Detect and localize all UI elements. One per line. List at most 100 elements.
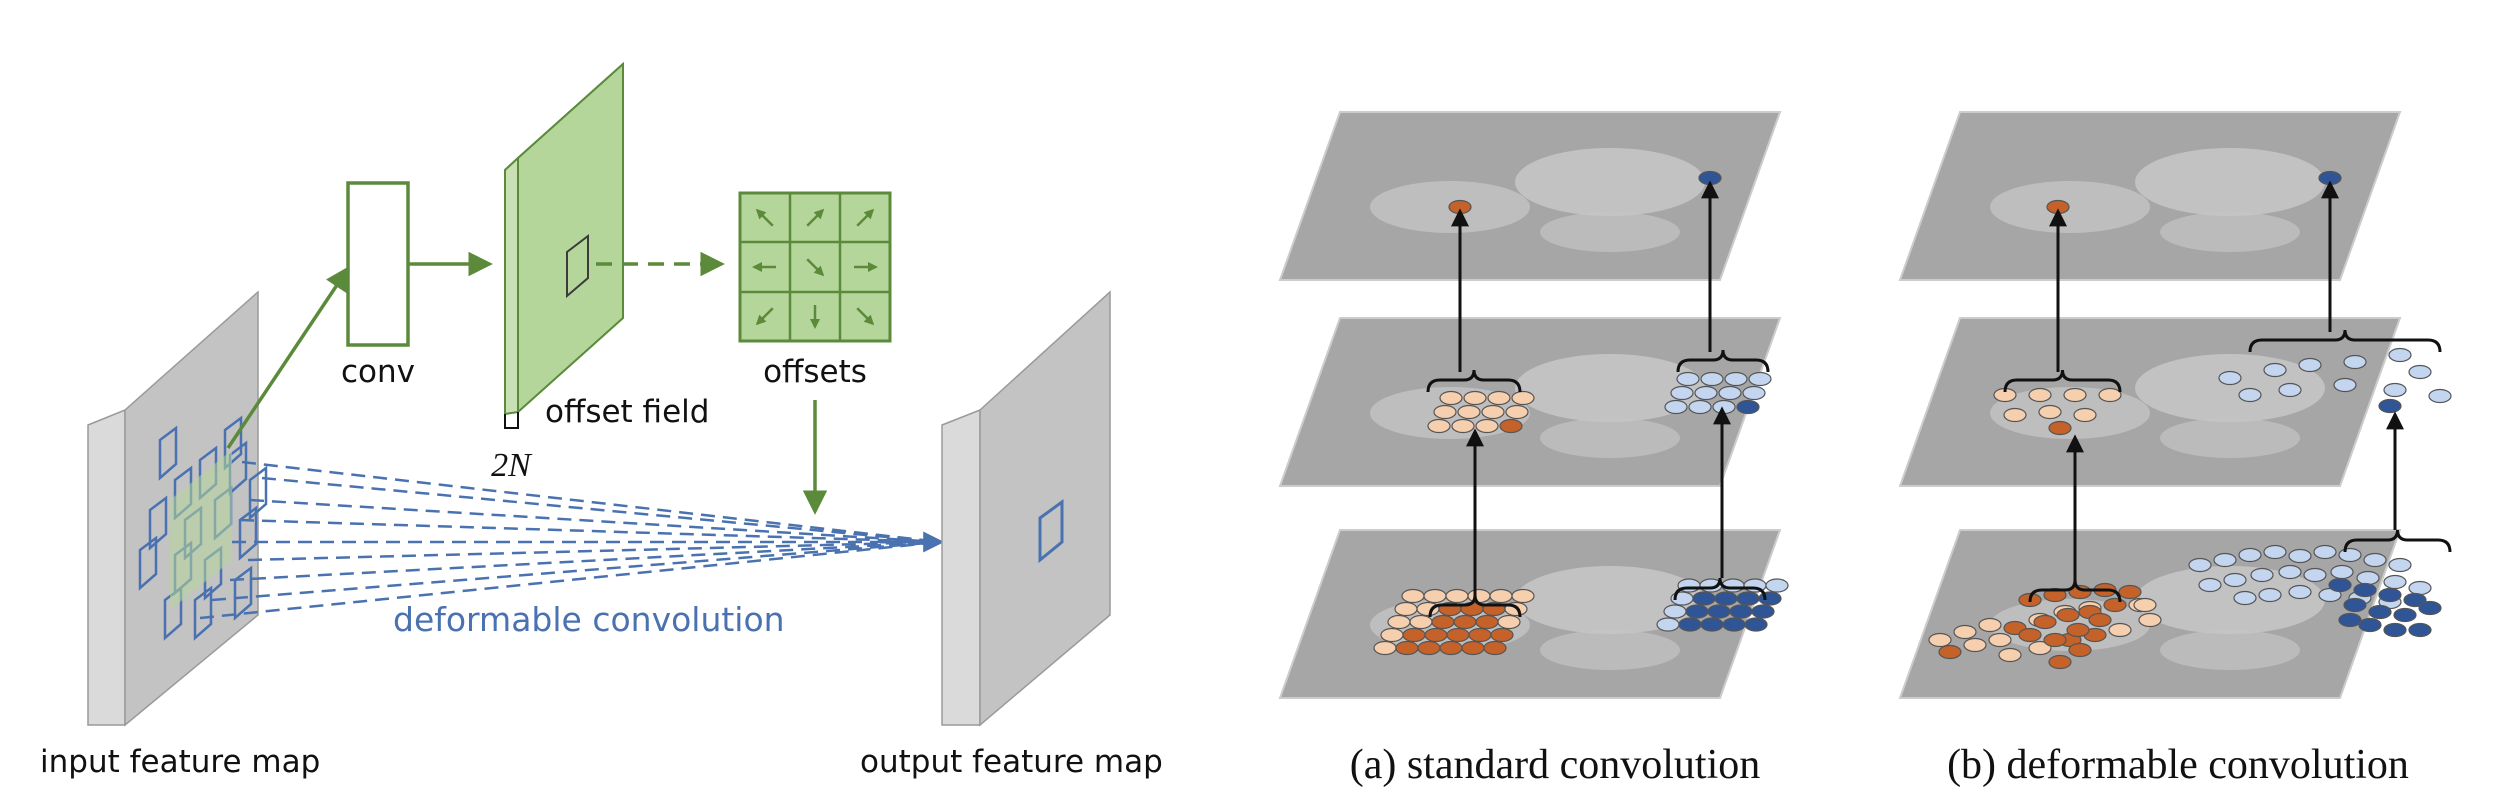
sampling-point: [2353, 582, 2377, 598]
sampling-point: [1483, 640, 1507, 656]
sampling-point: [2223, 572, 2247, 588]
sampling-point: [1453, 614, 1477, 630]
sampling-point: [2378, 587, 2402, 603]
sampling-point: [1742, 385, 1766, 401]
sampling-point: [2238, 547, 2262, 563]
sampling-point: [2028, 387, 2052, 403]
sampling-point: [1395, 640, 1419, 656]
sampling-point: [2138, 612, 2162, 628]
sampling-point: [1664, 399, 1688, 415]
sampling-point: [1423, 588, 1447, 604]
sampling-point: [2213, 552, 2237, 568]
left-diagram: conv offset field 2N offsets deforma: [40, 61, 1163, 780]
regular-grid-highlight: [170, 450, 232, 610]
offset-arrow-down-right: [806, 258, 825, 277]
sampling-point: [2066, 622, 2090, 638]
sampling-point: [2263, 544, 2287, 560]
offset-field-label: offset field: [545, 394, 709, 430]
sampling-point: [1663, 604, 1687, 619]
sampling-point: [2388, 557, 2412, 573]
sampling-point: [1736, 591, 1760, 606]
plane-texture: [1990, 181, 2150, 233]
sampling-point: [2303, 567, 2327, 583]
feature-map-plane: [1278, 111, 1782, 281]
sampling-point: [1401, 588, 1425, 604]
sampling-point: [1707, 604, 1731, 619]
sampling-point: [1700, 371, 1724, 387]
sampling-point: [2408, 580, 2432, 596]
plane-texture: [2160, 630, 2300, 670]
sampling-point: [1712, 399, 1736, 415]
sampling-point: [2388, 347, 2412, 363]
sampling-point: [1988, 632, 2012, 648]
sampling-line: [211, 540, 941, 602]
sampling-point: [2338, 612, 2362, 628]
plane-texture: [2160, 418, 2300, 458]
sampling-point: [2330, 564, 2354, 580]
sampling-line: [247, 540, 941, 562]
receptive-field-brace: [2248, 329, 2442, 353]
sampling-point: [1499, 418, 1523, 434]
sampling-point: [1373, 640, 1397, 656]
sampling-point: [2298, 357, 2322, 373]
sampling-point: [1694, 385, 1718, 401]
sampling-point: [1505, 404, 1529, 420]
sampling-cell: [193, 585, 213, 641]
sampling-point: [2218, 370, 2242, 386]
sampling-point: [1439, 390, 1463, 406]
sampling-point: [1463, 390, 1487, 406]
sampling-point: [1748, 371, 1772, 387]
offset-field-slab: [504, 61, 624, 429]
sampling-point: [1676, 371, 1700, 387]
sampling-point: [2198, 577, 2222, 593]
sampling-point: [1394, 601, 1418, 617]
sampling-point: [2038, 404, 2062, 420]
feature-map-plane: [1898, 317, 2402, 487]
sampling-cell: [233, 565, 253, 621]
offsets-grid: [738, 191, 892, 343]
sampling-line: [261, 476, 941, 544]
receptive-field-brace: [1676, 349, 1770, 373]
plane-texture: [1515, 354, 1705, 422]
sampling-line: [229, 540, 941, 582]
sampling-line: [249, 498, 941, 544]
sampling-point: [2033, 614, 2057, 630]
sampling-point: [1445, 588, 1469, 604]
sampling-locations: [138, 415, 268, 641]
sampling-point: [1439, 640, 1463, 656]
sampling-point: [2068, 642, 2092, 658]
sampling-point: [2343, 354, 2367, 370]
plane-texture: [2135, 148, 2325, 216]
sampling-point: [2250, 567, 2274, 583]
sampling-point: [2288, 584, 2312, 600]
sampling-cell: [148, 495, 168, 551]
sampling-point: [2403, 592, 2427, 608]
sampling-point: [1490, 627, 1514, 643]
sampling-point: [1721, 578, 1745, 593]
sampling-point: [2048, 420, 2072, 436]
sampling-point: [2333, 377, 2357, 393]
sampling-point: [1692, 591, 1716, 606]
plane-texture: [2135, 566, 2325, 634]
sampling-point: [2003, 407, 2027, 423]
sampling-point: [1448, 199, 1472, 215]
sampling-point: [1685, 604, 1709, 619]
sampling-point: [2318, 170, 2342, 186]
sampling-point: [2368, 604, 2392, 620]
output-cell: [1038, 499, 1064, 564]
sampling-point: [2358, 617, 2382, 633]
sampling-point: [2238, 387, 2262, 403]
sampling-point: [2408, 622, 2432, 638]
sampling-point: [2428, 388, 2452, 404]
receptive-field-brace: [2003, 369, 2122, 393]
sampling-point: [1998, 647, 2022, 663]
sampling-point: [1978, 617, 2002, 633]
sampling-point: [1475, 614, 1499, 630]
sampling-point: [2188, 557, 2212, 573]
standard-conv-sampling-points: [1373, 170, 1789, 656]
deformable-conv-sampling-points: [1928, 170, 2452, 670]
sampling-point: [2018, 627, 2042, 643]
operation-label: deformable convolution: [393, 600, 785, 639]
sampling-point: [1722, 617, 1746, 632]
sampling-point: [2073, 407, 2097, 423]
